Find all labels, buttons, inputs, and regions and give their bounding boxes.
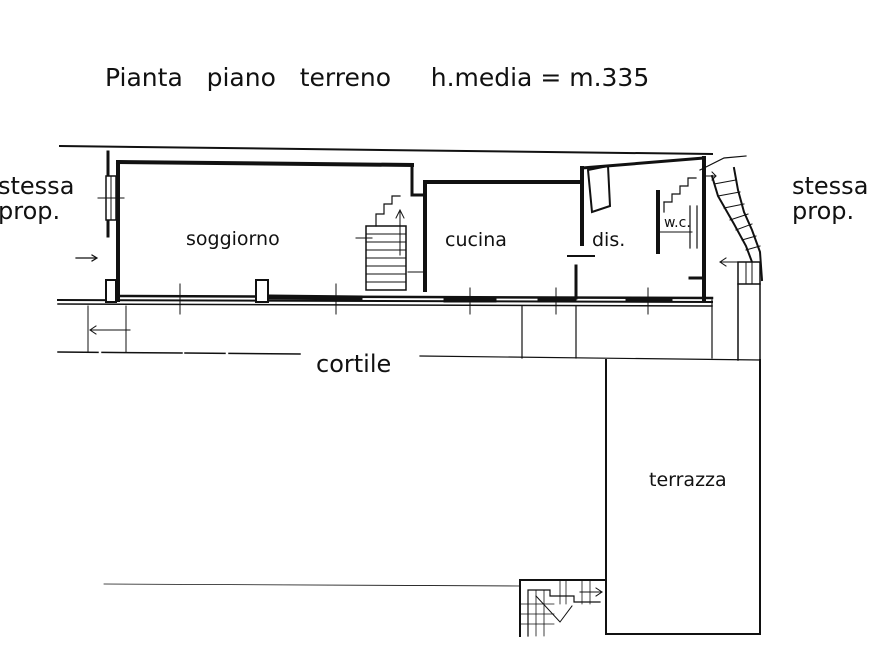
wc-stair	[663, 177, 697, 213]
room-label-terrazza: terrazza	[649, 469, 727, 491]
neighbor-left-line1: stessa	[0, 172, 74, 200]
neighbor-left-line2: prop.	[0, 197, 60, 225]
terrazza-outline	[605, 359, 761, 635]
right-external-staircase	[699, 155, 764, 285]
room-label-cortile: cortile	[316, 350, 391, 378]
bottom-external-staircase	[519, 579, 607, 637]
cortile-area	[57, 283, 761, 587]
left-wall	[97, 150, 125, 238]
internal-staircase	[355, 195, 407, 291]
top-boundary-line	[58, 144, 714, 156]
room-label-dis: dis.	[592, 229, 625, 251]
neighbor-label-left: stessa prop.	[0, 172, 74, 225]
front-facade	[56, 264, 714, 315]
neighbor-label-right: stessa prop.	[792, 172, 868, 225]
cucina-walls	[407, 166, 584, 292]
room-label-wc: w.c.	[664, 215, 691, 231]
neighbor-right-line1: stessa	[792, 172, 868, 200]
left-entry	[75, 254, 131, 353]
dis-wc-walls	[567, 156, 706, 302]
dis-door	[586, 164, 612, 214]
room-label-cucina: cucina	[445, 229, 507, 251]
room-label-soggiorno: soggiorno	[186, 228, 280, 250]
soggiorno-walls	[115, 159, 427, 302]
plan-title: Pianta piano terreno h.media = m.335	[105, 63, 649, 92]
neighbor-right-line2: prop.	[792, 197, 854, 225]
